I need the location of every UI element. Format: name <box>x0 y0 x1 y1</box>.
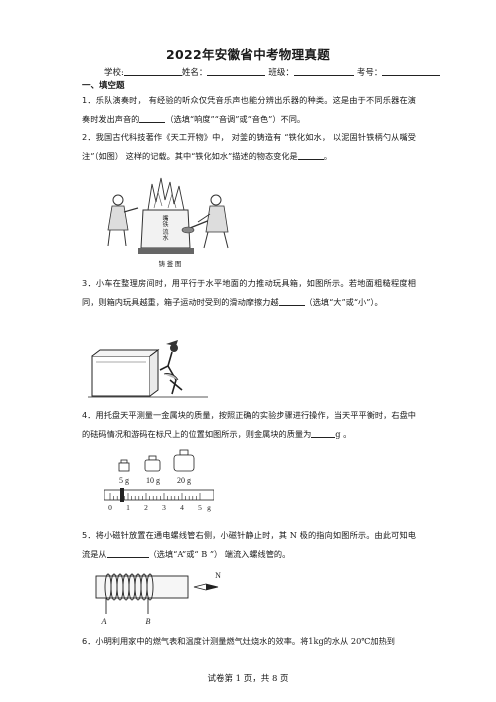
solenoid-figure: A B N <box>95 571 221 626</box>
school-label: 学校: <box>104 68 124 78</box>
ruler-label-3: 3 <box>162 503 166 512</box>
ruler-labels: 0 1 2 3 4 5 g <box>108 503 211 512</box>
class-label: 班级： <box>268 68 294 78</box>
answer-blank-4[interactable] <box>311 427 336 438</box>
answer-blank-2[interactable] <box>297 149 324 160</box>
ruler-ticks <box>109 493 201 500</box>
question-5: 5．将小磁针放置在通电螺线管右侧，小磁针静止时，其 N 极的指向如图所示。由此可… <box>82 530 416 559</box>
exam-no-field[interactable] <box>382 66 441 76</box>
school-field[interactable] <box>123 66 182 76</box>
needle-label-n: N <box>215 571 221 580</box>
question-3: 3．小车在整理房间时，用平行于水平地面的力推动玩具箱，如图所示。若地面粗糙程度相… <box>82 278 416 307</box>
ruler-label-unit: g <box>207 503 211 512</box>
question-2-text: 我国古代科技著作《天工开物》中， 对釜的铸造有 “铁化如水， 以泥固针铁柄勺从嘴… <box>82 132 416 161</box>
student-info-row: 学校: 姓名： 班级： 考号： <box>104 66 441 78</box>
name-label: 姓名： <box>181 68 208 78</box>
question-4: 4．用托盘天平测量一金属块的质量，按照正确的实验步骤进行操作，当天平平衡时，右盘… <box>82 410 416 439</box>
figure-label: 嘴铁 流水 <box>161 215 168 242</box>
answer-blank-5[interactable] <box>106 547 149 558</box>
ruler-label-1: 1 <box>126 503 130 512</box>
answer-blank-1[interactable] <box>139 112 166 123</box>
ruler-label-4: 4 <box>180 503 184 512</box>
exam-no-label: 考号： <box>356 68 383 78</box>
page-footer: 试卷第 1 页，共 8 页 <box>207 674 289 684</box>
box-pushing-illustration <box>88 340 208 398</box>
ruler-label-5: 5 <box>198 503 202 512</box>
rider <box>120 488 124 502</box>
class-field[interactable] <box>293 66 354 76</box>
question-2: 2．我国古代科技著作《天工开物》中， 对釜的铸造有 “铁化如水， 以泥固针铁柄勺… <box>82 132 416 161</box>
ruler-label-0: 0 <box>108 503 112 512</box>
ruler-label-2: 2 <box>144 503 148 512</box>
answer-blank-3[interactable] <box>278 295 305 306</box>
solenoid-coil <box>104 573 154 601</box>
casting-illustration: 嘴铁 流水 铸 釜 图 <box>107 177 229 268</box>
question-4-text: 用托盘天平测量一金属块的质量，按照正确的实验步骤进行操作，当天平平衡时，右盘中的… <box>82 410 416 439</box>
question-1: 1．乐队演奏时， 有经验的听众仅凭音乐声也能分辨出乐器的种类。这是由于不同乐器在… <box>82 95 416 124</box>
question-6: 6．小明利用家中的燃气表和温度计测量燃气灶烧水的效率。将1kg的水从 20℃加热… <box>82 636 395 646</box>
weight-label-10g: 10 g <box>146 476 160 485</box>
figure-caption: 铸 釜 图 <box>159 259 182 268</box>
terminal-label-a: A <box>101 617 107 626</box>
terminal-label-b: B <box>146 617 151 626</box>
question-3-text: 小车在整理房间时，用平行于水平地面的力推动玩具箱，如图所示。若地面粗糙程度相同，… <box>82 278 416 307</box>
coil-loop <box>146 573 154 601</box>
page-title: 2022年安徽省中考物理真题 <box>166 47 330 62</box>
section-heading: 一、填空题 <box>82 81 125 91</box>
question-6-text: 小明利用家中的燃气表和温度计测量燃气灶烧水的效率。将1kg的水从 20℃加热到 <box>95 636 395 646</box>
balance-weights-figure: 5 g 10 g 20 g 0 1 2 3 4 5 g <box>104 449 214 512</box>
weight-label-5g: 5 g <box>119 476 129 485</box>
question-1-text: 乐队演奏时， 有经验的听众仅凭音乐声也能分辨出乐器的种类。这是由于不同乐器在演奏… <box>82 95 416 124</box>
weight-label-20g: 20 g <box>177 476 191 485</box>
name-field[interactable] <box>207 66 266 76</box>
question-5-text: 将小磁针放置在通电螺线管右侧，小磁针静止时，其 N 极的指向如图所示。由此可知电… <box>82 530 416 559</box>
